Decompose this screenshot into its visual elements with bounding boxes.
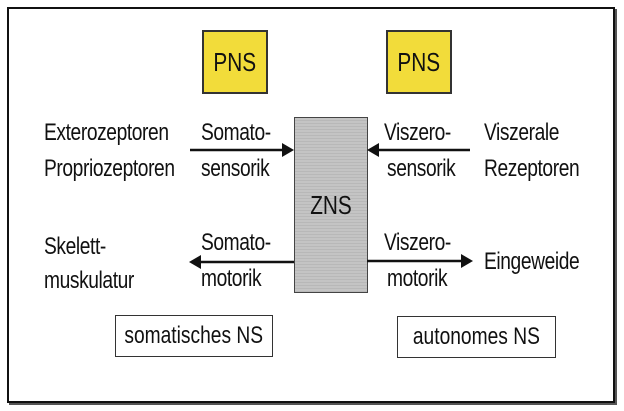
visceral-receptors-label-2: Rezeptoren bbox=[484, 155, 580, 182]
exteroceptors-label: Exterozeptoren bbox=[44, 119, 169, 146]
proprioceptors-label: Propriozeptoren bbox=[44, 155, 175, 182]
pns-box-right: PNS bbox=[386, 30, 452, 94]
skeletal-muscle-label-1: Skelett- bbox=[44, 233, 106, 260]
somatic-ns-box: somatisches NS bbox=[115, 315, 273, 357]
zns-label: ZNS bbox=[310, 189, 352, 220]
visceromotor-label-2: motorik bbox=[387, 265, 448, 292]
pns-label: PNS bbox=[213, 46, 257, 77]
somatic-ns-label: somatisches NS bbox=[124, 322, 264, 349]
pns-label: PNS bbox=[397, 46, 441, 77]
pns-box-left: PNS bbox=[202, 30, 268, 94]
somatosensory-label-2: sensorik bbox=[201, 155, 270, 182]
visceromotor-label-1: Viszero- bbox=[384, 229, 451, 256]
viscerosensory-label-1: Viszero- bbox=[384, 119, 451, 146]
somatosensory-label-1: Somato- bbox=[201, 119, 271, 146]
skeletal-muscle-label-2: muskulatur bbox=[44, 267, 134, 294]
autonomic-ns-box: autonomes NS bbox=[397, 316, 556, 358]
viscerosensory-label-2: sensorik bbox=[387, 155, 456, 182]
viscera-label: Eingeweide bbox=[484, 248, 580, 275]
autonomic-ns-label: autonomes NS bbox=[413, 323, 541, 350]
visceral-receptors-label-1: Viszerale bbox=[484, 119, 560, 146]
somatomotor-label-2: motorik bbox=[201, 265, 262, 292]
frame bbox=[7, 7, 615, 403]
zns-box: ZNS bbox=[294, 117, 368, 293]
somatomotor-label-1: Somato- bbox=[201, 229, 271, 256]
